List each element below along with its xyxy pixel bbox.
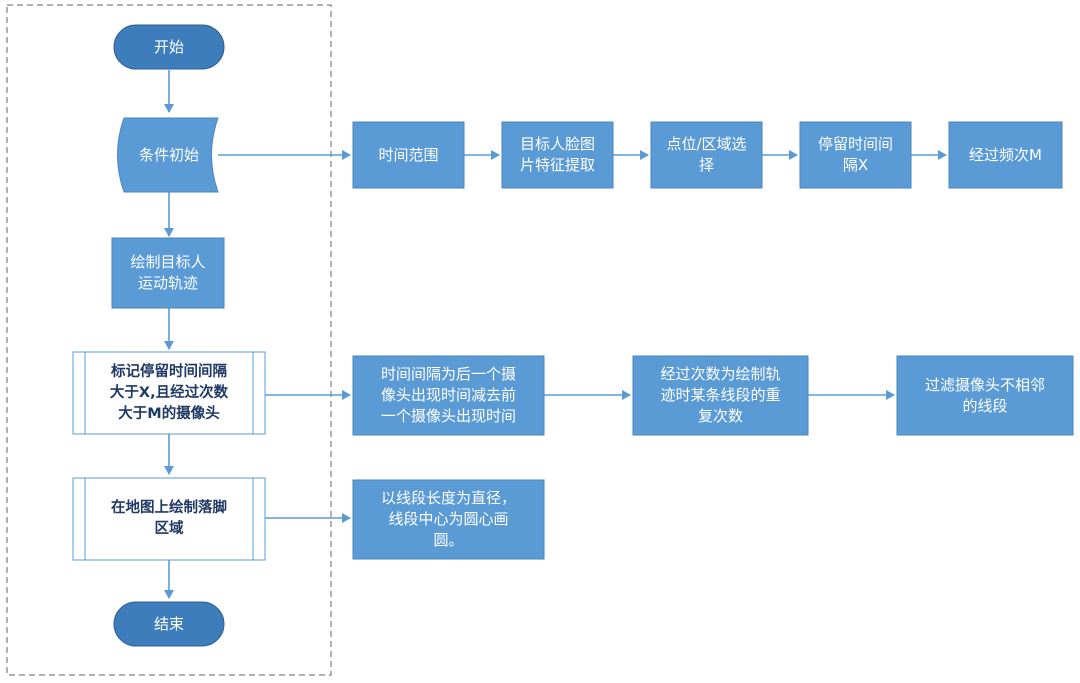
detail-box-count — [632, 355, 809, 436]
condition-label-3: 点位/区域选 择 — [666, 135, 747, 174]
condition-box-3 — [650, 121, 763, 189]
condition-label: 条件初始 — [138, 145, 199, 164]
condition-label-4: 停留时间间 隔X — [817, 135, 893, 174]
condition-label-1: 时间范围 — [378, 145, 439, 164]
condition-shape — [117, 117, 219, 193]
mark-camera-box — [72, 351, 266, 435]
detail-box-circle — [352, 479, 545, 560]
condition-box-1 — [352, 121, 465, 189]
condition-box-2 — [501, 121, 614, 189]
draw-area-label: 在地图上绘制落脚 区域 — [111, 500, 227, 537]
condition-label-2: 目标人脸图 片特征提取 — [519, 135, 595, 174]
start-label: 开始 — [153, 37, 184, 56]
condition-box-5 — [948, 121, 1063, 189]
detail-label-filter: 过滤摄像头不相邻 的线段 — [924, 375, 1045, 415]
trajectory-box — [111, 237, 225, 309]
detail-box-filter — [896, 355, 1074, 436]
draw-area-box — [72, 477, 266, 561]
condition-box-4 — [799, 121, 912, 189]
trajectory-label: 绘制目标人 运动轨迹 — [130, 253, 206, 292]
end-label: 结束 — [153, 614, 184, 633]
mark-camera-label: 标记停留时间间隔 大于X,且经过次数 大于M的摄像头 — [109, 363, 229, 422]
condition-label-5: 经过频次M — [969, 145, 1042, 164]
process-boundary — [6, 4, 332, 676]
detail-box-interval — [352, 355, 545, 436]
end-terminal — [113, 601, 225, 647]
detail-label-interval: 时间间隔为后一个摄 像头出现时间减去前 一个摄像头出现时间 — [380, 365, 516, 425]
detail-label-circle: 以线段长度为直径， 线段中心为圆心画 圆。 — [380, 489, 516, 549]
start-terminal — [113, 24, 225, 70]
detail-label-count: 经过次数为绘制轨 迹时某条线段的重 复次数 — [660, 365, 781, 425]
